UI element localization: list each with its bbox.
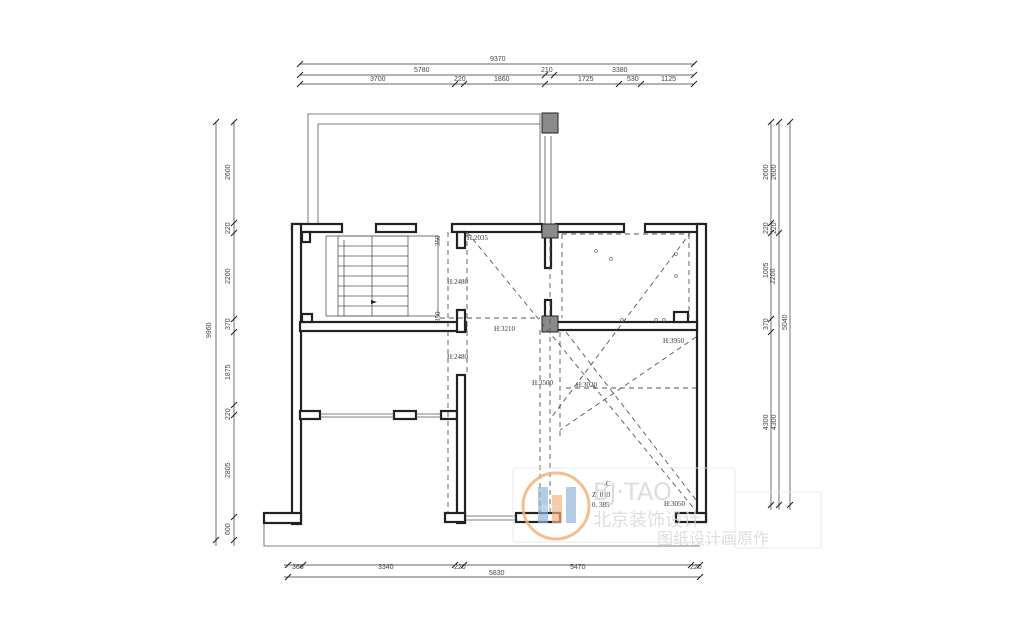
dim-bottom-5470: 5470 [570, 564, 586, 571]
dim-right-2600b: 2600 [771, 164, 778, 180]
dim-left-2200: 2200 [225, 268, 232, 284]
dim-left-370: 370 [225, 318, 232, 330]
dim-right-220b: 220 [771, 222, 778, 234]
right-dimensions: 2600 220 1005 2200 370 4300 2600 220 430… [763, 118, 794, 510]
dim-left-600: 600 [225, 523, 232, 535]
dim-left-2600: 2600 [225, 164, 232, 180]
structural-column-top [541, 112, 559, 134]
label-c-mark: C [606, 480, 611, 488]
dim-bottom-3340: 3340 [378, 564, 394, 571]
dim-right-4300a: 4300 [763, 414, 770, 430]
label-h-2035: H:2035 [467, 234, 489, 242]
dim-bottom-360: 360 [292, 564, 304, 571]
dim-right-total: 5040 [782, 314, 789, 330]
dim-top-3700: 3700 [370, 76, 386, 83]
dim-top-1725: 1725 [578, 76, 594, 83]
label-350-b: 350 [434, 311, 442, 322]
watermark-line2: 北京装饰设计 [593, 510, 701, 531]
ceiling-light-marks [594, 249, 678, 322]
dim-top-total: 9370 [490, 56, 506, 63]
dim-right-220a: 220 [763, 222, 770, 234]
dim-left-220a: 220 [225, 222, 232, 234]
watermark-line1: BJ·TAO [593, 478, 672, 506]
dashed-lines [440, 231, 697, 513]
dim-top-3380: 3380 [612, 67, 628, 74]
balcony-outline [307, 112, 559, 224]
dim-top-5780: 5780 [414, 67, 430, 74]
label-350-a: 350 [434, 235, 442, 246]
stair-arrow-icon [371, 300, 377, 304]
dim-left-1875: 1875 [225, 364, 232, 380]
dim-top-220: 220 [454, 76, 466, 83]
dim-right-1005: 1005 [763, 262, 770, 278]
dim-bottom-220b: 220 [690, 564, 702, 571]
dim-right-2600a: 2600 [763, 164, 770, 180]
dim-left-220b: 220 [225, 408, 232, 420]
label-h-2480-b: H:2480 [447, 353, 469, 361]
dim-left-total: 9960 [206, 322, 213, 338]
dim-left-2805: 2805 [225, 462, 232, 478]
label-h-3050: H:3050 [664, 500, 686, 508]
dim-bottom-220a: 220 [454, 564, 466, 571]
top-dimensions: 9370 5780 210 3380 3700 220 1860 1725 53… [296, 56, 698, 88]
label-h-3020: H:3020 [576, 381, 598, 389]
label-z-010: Z. 010 [592, 491, 611, 499]
label-h-3210: H:3210 [494, 325, 516, 333]
elevation-labels: H:2035 H:2480 H:3210 H:2480 H:3950 H:350… [434, 234, 686, 509]
watermark-line3: 图纸设计画原作 [657, 529, 769, 548]
bottom-dimensions: 360 3340 220 5470 220 5830 [284, 561, 704, 581]
bottom-outline [263, 515, 700, 547]
dim-right-4300b: 4300 [771, 414, 778, 430]
structural-column-mid1 [541, 223, 559, 239]
watermark-logo-text: BIM [541, 504, 559, 515]
walls [262, 222, 708, 526]
watermark: BIM BJ·TAO 北京装饰设计 图纸设计画原作 [512, 467, 822, 549]
watermark-logo-icon [521, 471, 591, 541]
dim-top-210: 210 [541, 67, 553, 74]
dim-top-1125: 1125 [661, 76, 676, 83]
label-h-3500: H:3500 [532, 379, 554, 387]
dim-right-370: 370 [763, 318, 770, 330]
label-h-3950: H:3950 [663, 337, 685, 345]
dim-right-2200: 2200 [770, 268, 777, 284]
openings [320, 413, 441, 418]
label-o-385: 0. 385 [592, 501, 610, 509]
dim-top-530: 530 [627, 76, 639, 83]
dim-top-1860: 1860 [494, 76, 510, 83]
dim-bottom-total: 5830 [489, 570, 505, 577]
staircase [325, 235, 439, 317]
left-dimensions: 9960 2600 220 2200 370 1875 220 2805 600 [206, 118, 238, 546]
label-h-2480-a: H:2480 [447, 278, 469, 286]
